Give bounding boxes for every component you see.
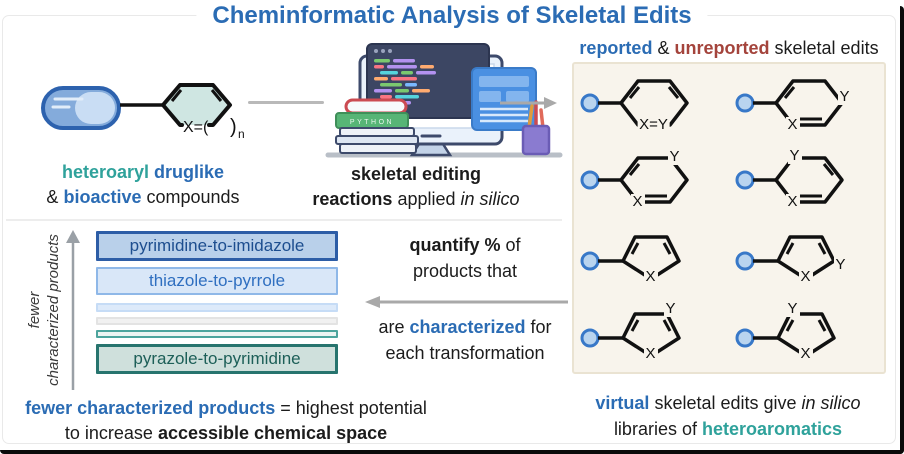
page-title: Cheminformatic Analysis of Skeletal Edit… (196, 0, 708, 31)
compound-caption: heteroaryl druglike & bioactive compound… (18, 160, 268, 210)
heteroatom-label: X (785, 115, 800, 133)
highest-potential-text: = highest potential (280, 398, 427, 418)
hexagon-ring-icon (735, 155, 844, 204)
amp2-text: & (657, 38, 670, 58)
up-arrow-icon (66, 230, 80, 390)
transformation-bar-chart: pyrimidine-to-imidazole thiazole-to-pyrr… (96, 231, 338, 374)
hexagon-ring-icon (580, 155, 689, 204)
quantify-note-bottom: are characterized for each transformatio… (356, 314, 574, 366)
heteroaromatics-text: heteroaromatics (701, 419, 843, 439)
molecule-structure: Y X (732, 144, 882, 216)
skeletal-edits-panel: X=Y X Y Y X (572, 62, 886, 374)
molecule-structure: Y X (577, 144, 727, 216)
ring-heteroatom-label: X=( (183, 119, 209, 136)
unreported-text: unreported (674, 38, 770, 58)
virtual-edits-caption: virtual skeletal edits give in silico li… (560, 390, 896, 442)
computer-illustration: PYTHON (325, 43, 563, 158)
compounds-text: compounds (146, 187, 240, 207)
pill-molecule-icon: X=( ) n (41, 83, 245, 141)
applied-text: applied (397, 189, 456, 209)
heteroatom-label: Y (787, 146, 802, 164)
edits-header: reported & unreported skeletal edits (566, 36, 892, 61)
pentagon-ring-icon (580, 311, 681, 358)
for-text: for (530, 317, 552, 337)
molecule-structure: Y X (732, 298, 882, 370)
of-text: of (505, 235, 521, 255)
characterized-text: characterized (409, 317, 526, 337)
quantify-note-top: quantify % of products that (372, 232, 558, 284)
fewer-products-text: fewer characterized products (25, 398, 276, 418)
axis-label-line1: fewer (26, 291, 43, 329)
are-text: are (378, 317, 405, 337)
heteroatom-label: X (630, 192, 645, 210)
bar-unlabeled-1 (96, 303, 338, 312)
in-silico-text: in silico (460, 189, 520, 209)
heteroatom-label: X (643, 267, 658, 285)
heteroatom-label: X=Y (637, 115, 670, 133)
bar-thiazole-to-pyrrole: thiazole-to-pyrrole (96, 267, 338, 295)
libraries-text: libraries of (613, 419, 697, 439)
bar-pyrimidine-to-imidazole: pyrimidine-to-imidazole (96, 231, 338, 261)
bar-unlabeled-2 (96, 317, 338, 325)
bar-pyrazole-to-pyrimidine: pyrazole-to-pyrimidine (96, 344, 338, 374)
each-transformation-text: each transformation (385, 343, 545, 363)
heteroatom-label: Y (785, 299, 800, 317)
bioactive-text: bioactive (63, 187, 142, 207)
python-book-label: PYTHON (350, 119, 394, 126)
right-edge (900, 6, 904, 454)
computer-caption: skeletal editing reactions applied in si… (296, 162, 536, 212)
heteroatom-label: Y (837, 87, 852, 105)
footer-conclusion: fewer characterized products = highest p… (8, 396, 444, 446)
bottom-edge (0, 450, 904, 454)
heteroatom-label: Y (833, 255, 848, 273)
hexagon-ring-icon (735, 78, 844, 127)
reported-text: reported (579, 38, 653, 58)
skeletal-editing-text: skeletal editing (350, 164, 482, 184)
heteroatom-label: Y (667, 147, 682, 165)
section-divider (6, 219, 562, 221)
heteroatom-label: X (798, 344, 813, 362)
molecule-structure: X Y (732, 67, 882, 139)
chart-axis-label: fewer characterized products (25, 222, 63, 398)
to-increase-text: to increase (64, 423, 153, 443)
heteroatom-label: X (798, 267, 813, 285)
products-that-text: products that (412, 261, 518, 281)
virtual-text: virtual (595, 393, 650, 413)
heteroaryl-text: heteroaryl (61, 162, 149, 182)
edits-give-text: skeletal edits give (654, 393, 797, 413)
bar-unlabeled-3 (96, 330, 338, 338)
chemical-space-text: accessible chemical space (157, 423, 388, 443)
connector-line (248, 101, 324, 104)
heteroatom-label: Y (663, 299, 678, 317)
molecule-structure: Y X (577, 298, 727, 370)
druglike-text: druglike (154, 162, 225, 182)
heteroatom-label: X (785, 192, 800, 210)
ring-subscript-n: n (238, 127, 245, 141)
reactions-text: reactions (312, 189, 393, 209)
heteroatom-label: X (643, 344, 658, 362)
ring-paren-label: ) (230, 116, 237, 138)
molecule-structure: X=Y (577, 67, 727, 139)
amp-text: & (46, 187, 59, 207)
right-arrow-icon (500, 97, 557, 109)
quantify-text: quantify % (409, 235, 501, 255)
molecule-structure: X Y (732, 221, 882, 293)
left-arrow-icon (365, 296, 568, 308)
in-silico-text-2: in silico (801, 393, 861, 413)
axis-label-line2: characterized products (45, 234, 62, 386)
molecule-structure: X (577, 221, 727, 293)
skeletal-edits-text: skeletal edits (774, 38, 879, 58)
